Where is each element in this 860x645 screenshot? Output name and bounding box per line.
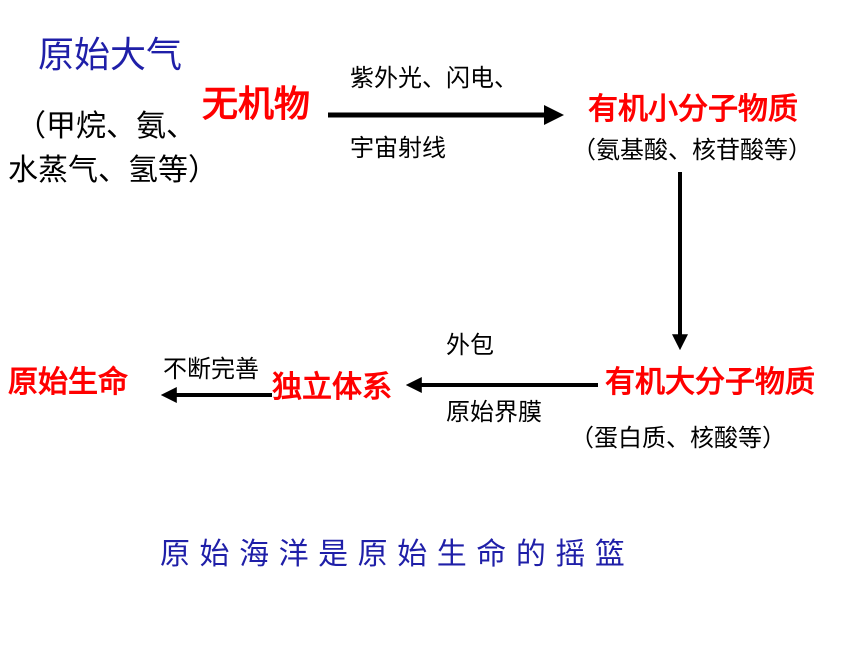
membrane-label-line1: 外包: [446, 331, 494, 359]
energy-sources-line2: 宇宙射线: [350, 134, 446, 162]
stage-independent-system: 独立体系: [272, 370, 392, 405]
energy-sources-line1: 紫外光、闪电、: [350, 64, 518, 92]
stage-inorganic-matter: 无机物: [202, 84, 311, 125]
title-primitive-atmosphere: 原始大气: [38, 35, 183, 76]
stage-large-organic-molecules: 有机大分子物质: [605, 365, 815, 400]
perfecting-label: 不断完善: [163, 355, 259, 383]
atmosphere-composition-line2: 水蒸气、氢等）: [8, 153, 218, 188]
small-organic-examples: （氨基酸、核苷酸等）: [572, 136, 812, 164]
membrane-label-line2: 原始界膜: [446, 398, 542, 426]
stage-primitive-life: 原始生命: [8, 365, 128, 400]
atmosphere-composition-line1: （甲烷、氨、: [16, 109, 196, 144]
stage-small-organic-molecules: 有机小分子物质: [588, 92, 798, 127]
large-organic-examples: （蛋白质、核酸等）: [570, 424, 786, 452]
conclusion-ocean-cradle: 原 始 海 洋 是 原 始 生 命 的 摇 篮: [160, 537, 625, 572]
